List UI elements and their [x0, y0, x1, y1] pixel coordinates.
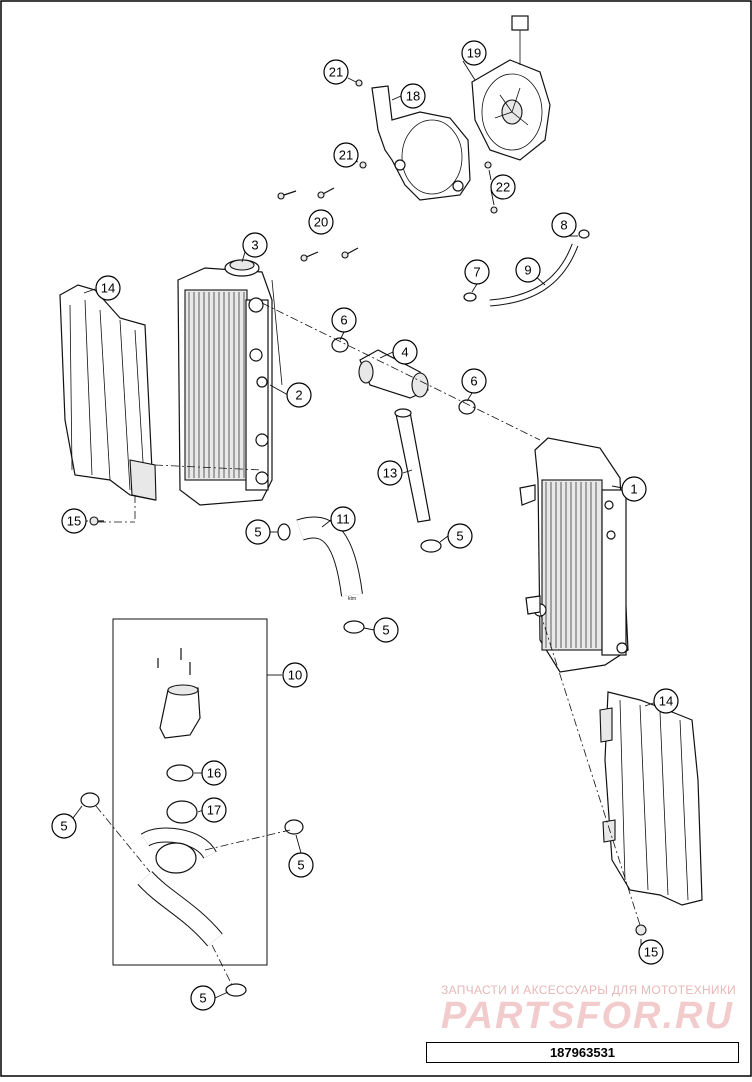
callout-3: 3	[242, 232, 268, 258]
svg-text:4: 4	[401, 345, 408, 360]
svg-text:20: 20	[314, 215, 328, 230]
svg-text:5: 5	[254, 525, 261, 540]
svg-text:17: 17	[207, 803, 221, 818]
callout-9: 9	[515, 257, 541, 283]
watermark-logo: PARTSFOR.RU	[441, 995, 734, 1037]
callout-11: 11	[330, 506, 356, 532]
left-radiator-spoiler	[59, 284, 157, 501]
fan-shroud	[371, 85, 471, 201]
callout-19: 19	[461, 40, 487, 66]
thermostat-kit-box	[112, 618, 282, 966]
callout-5f: 5	[190, 985, 216, 1011]
svg-text:8: 8	[560, 218, 567, 233]
svg-text:5: 5	[382, 623, 389, 638]
svg-text:7: 7	[473, 265, 480, 280]
svg-text:5: 5	[297, 858, 304, 873]
callout-6b: 6	[461, 368, 487, 394]
screws	[277, 79, 498, 262]
svg-text:18: 18	[406, 89, 420, 104]
callout-10: 10	[282, 662, 308, 688]
assembly-lines	[95, 302, 641, 986]
svg-text:5: 5	[60, 819, 67, 834]
callout-17: 17	[201, 797, 227, 823]
callout-13: 13	[377, 460, 403, 486]
overflow-hose	[463, 229, 590, 307]
svg-text:14: 14	[101, 281, 115, 296]
svg-text:14: 14	[659, 694, 673, 709]
svg-text:1: 1	[630, 482, 637, 497]
callout-14a: 14	[95, 275, 121, 301]
left-radiator	[177, 267, 283, 506]
svg-text:21: 21	[339, 148, 353, 163]
callout-21a: 21	[323, 59, 349, 85]
svg-text:2: 2	[295, 388, 302, 403]
callout-6a: 6	[331, 307, 357, 333]
mounting-bolts	[89, 516, 647, 936]
callout-20: 20	[308, 209, 334, 235]
svg-text:5: 5	[199, 991, 206, 1006]
callout-22: 22	[490, 174, 516, 200]
callout-14b: 14	[653, 688, 679, 714]
hose-clamps	[80, 523, 442, 997]
document-number: 187963531	[426, 1042, 739, 1063]
callout-15b: 15	[638, 939, 664, 965]
callout-2: 2	[286, 382, 312, 408]
cooling-fan	[471, 15, 551, 161]
svg-text:6: 6	[470, 374, 477, 389]
callout-7: 7	[464, 259, 490, 285]
svg-text:15: 15	[644, 945, 658, 960]
callout-5a: 5	[245, 519, 271, 545]
right-radiator-spoiler	[599, 691, 703, 906]
callout-5b: 5	[447, 523, 473, 549]
svg-text:9: 9	[524, 263, 531, 278]
callout-1: 1	[621, 476, 647, 502]
coolant-pipe	[394, 408, 431, 523]
callout-8: 8	[551, 212, 577, 238]
svg-text:5: 5	[456, 529, 463, 544]
callout-4: 4	[392, 339, 418, 365]
callout-21b: 21	[333, 142, 359, 168]
callout-5d: 5	[51, 813, 77, 839]
radiator-cap	[224, 259, 260, 277]
svg-text:6: 6	[340, 313, 347, 328]
callout-5e: 5	[288, 852, 314, 878]
svg-text:3: 3	[251, 238, 258, 253]
svg-text:15: 15	[67, 514, 81, 529]
svg-text:19: 19	[467, 46, 481, 61]
callout-5c: 5	[373, 617, 399, 643]
radiator-hose: ktm	[296, 516, 363, 602]
callout-18: 18	[400, 83, 426, 109]
svg-text:21: 21	[329, 65, 343, 80]
svg-text:11: 11	[336, 512, 350, 527]
svg-text:10: 10	[288, 668, 302, 683]
right-radiator	[519, 437, 629, 673]
svg-text:16: 16	[207, 766, 221, 781]
svg-text:22: 22	[496, 180, 510, 195]
svg-text:13: 13	[383, 466, 397, 481]
callout-15a: 15	[61, 508, 87, 534]
callout-16: 16	[201, 760, 227, 786]
svg-text:ktm: ktm	[348, 596, 356, 602]
watermark-tagline: ЗАПЧАСТИ И АКСЕССУАРЫ ДЛЯ МОТОТЕХНИКИ	[441, 983, 737, 997]
